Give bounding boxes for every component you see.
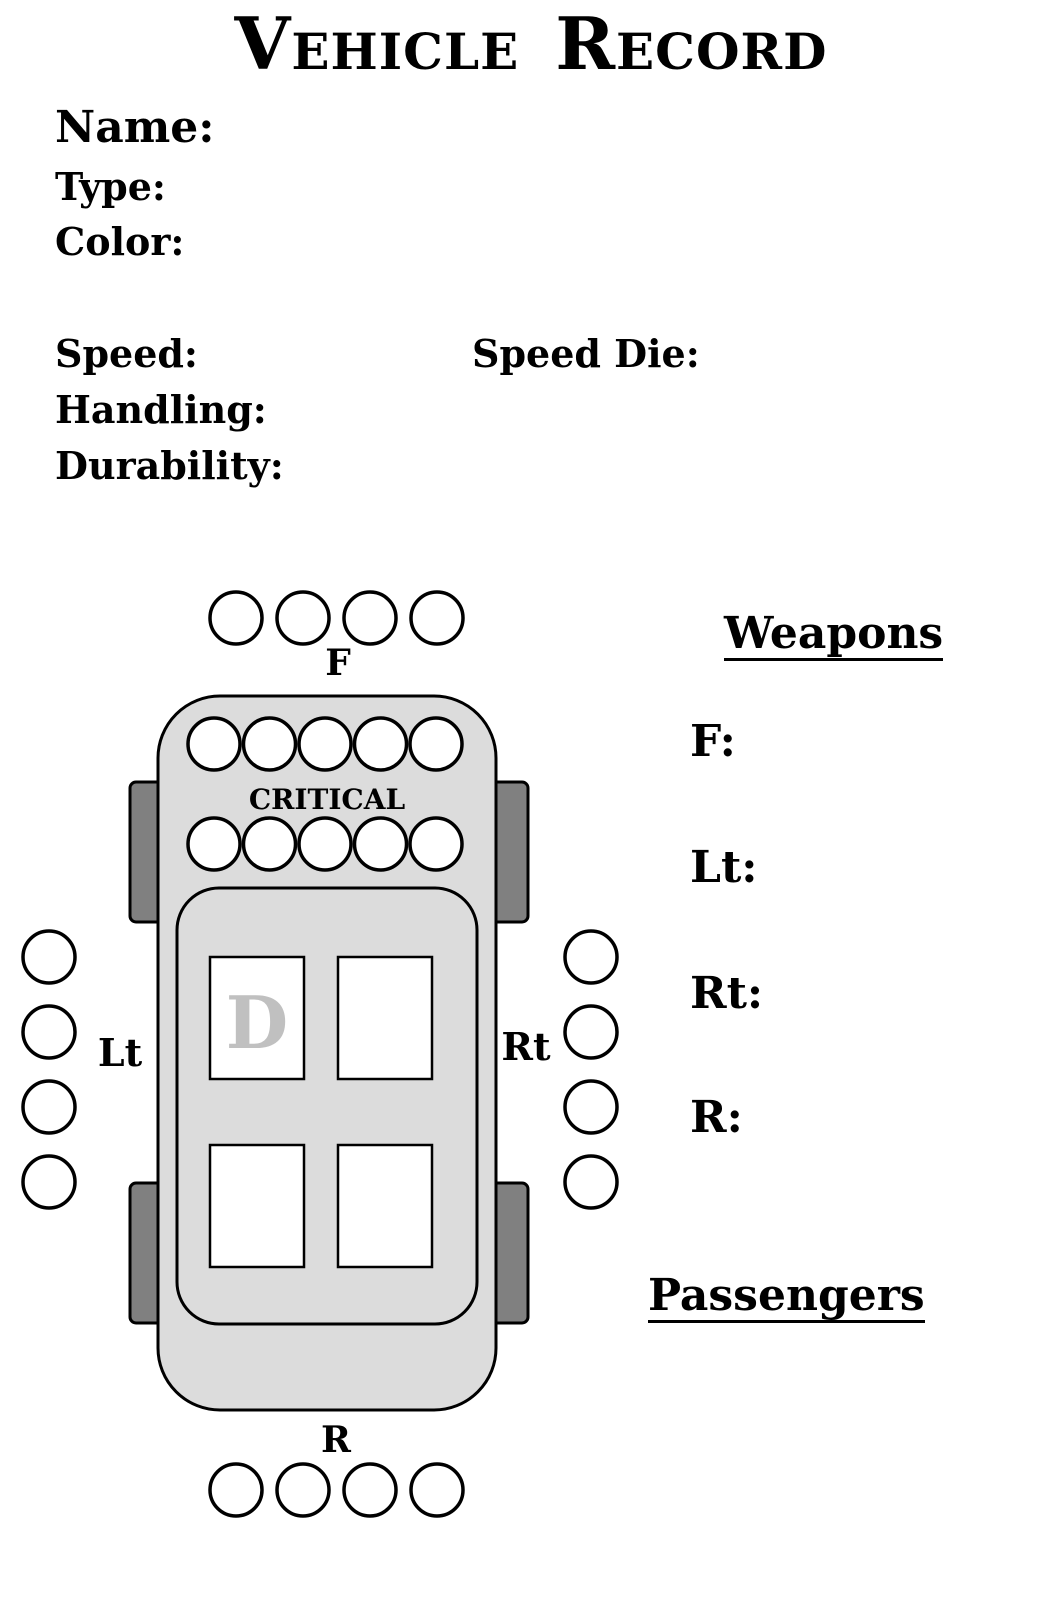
critical-circle[interactable] [352, 716, 409, 772]
type-label: Type: [55, 164, 166, 209]
weapon-rear-label: R: [690, 1092, 743, 1143]
rear-armor-circle[interactable] [208, 1462, 264, 1518]
critical-circle[interactable] [241, 716, 298, 772]
front-armor-circle[interactable] [275, 590, 331, 646]
front-label: F [325, 642, 351, 684]
critical-label: CRITICAL [249, 783, 406, 816]
color-label: Color: [55, 219, 185, 264]
name-label: Name: [55, 102, 215, 153]
weapon-front-label: F: [690, 716, 736, 767]
right-armor-circle[interactable] [563, 1154, 619, 1210]
driver-seat-letter: D [226, 980, 288, 1065]
rear-armor-circle[interactable] [342, 1462, 398, 1518]
weapon-right-label: Rt: [690, 968, 764, 1019]
left-label: Lt [98, 1030, 143, 1075]
right-armor-circle[interactable] [563, 1004, 619, 1060]
seat-rear-left [208, 1143, 306, 1269]
critical-circle[interactable] [297, 716, 353, 772]
critical-circle[interactable] [408, 816, 464, 872]
critical-circle[interactable] [186, 716, 242, 772]
seat-driver [208, 955, 306, 1081]
speed-die-label: Speed Die: [472, 331, 700, 376]
critical-circle[interactable] [297, 816, 353, 872]
left-armor-circle[interactable] [21, 929, 77, 985]
speed-label: Speed: [55, 331, 198, 376]
rear-armor-circle[interactable] [409, 1462, 465, 1518]
critical-circle[interactable] [408, 716, 464, 772]
critical-circle[interactable] [241, 816, 298, 872]
front-armor-circle[interactable] [342, 590, 398, 646]
critical-circle[interactable] [186, 816, 242, 872]
critical-circle[interactable] [352, 816, 409, 872]
weapons-heading: Weapons [724, 608, 944, 661]
passengers-heading: Passengers [648, 1270, 925, 1323]
rear-label: R [321, 1419, 352, 1461]
title-word-record: Record [555, 1, 828, 86]
front-armor-circle[interactable] [208, 590, 264, 646]
handling-label: Handling: [55, 387, 267, 432]
left-armor-circle[interactable] [21, 1154, 77, 1210]
right-armor-circle[interactable] [563, 929, 619, 985]
weapon-left-label: Lt: [690, 842, 758, 893]
title-word-vehicle: Vehicle [234, 1, 520, 86]
right-armor-circle[interactable] [563, 1079, 619, 1135]
durability-label: Durability: [55, 443, 284, 488]
seat-rear-right [336, 1143, 434, 1269]
right-label: Rt [501, 1024, 551, 1069]
front-armor-circle[interactable] [409, 590, 465, 646]
left-armor-circle[interactable] [21, 1079, 77, 1135]
left-armor-circle[interactable] [21, 1004, 77, 1060]
seat-front-passenger [336, 955, 434, 1081]
rear-armor-circle[interactable] [275, 1462, 331, 1518]
